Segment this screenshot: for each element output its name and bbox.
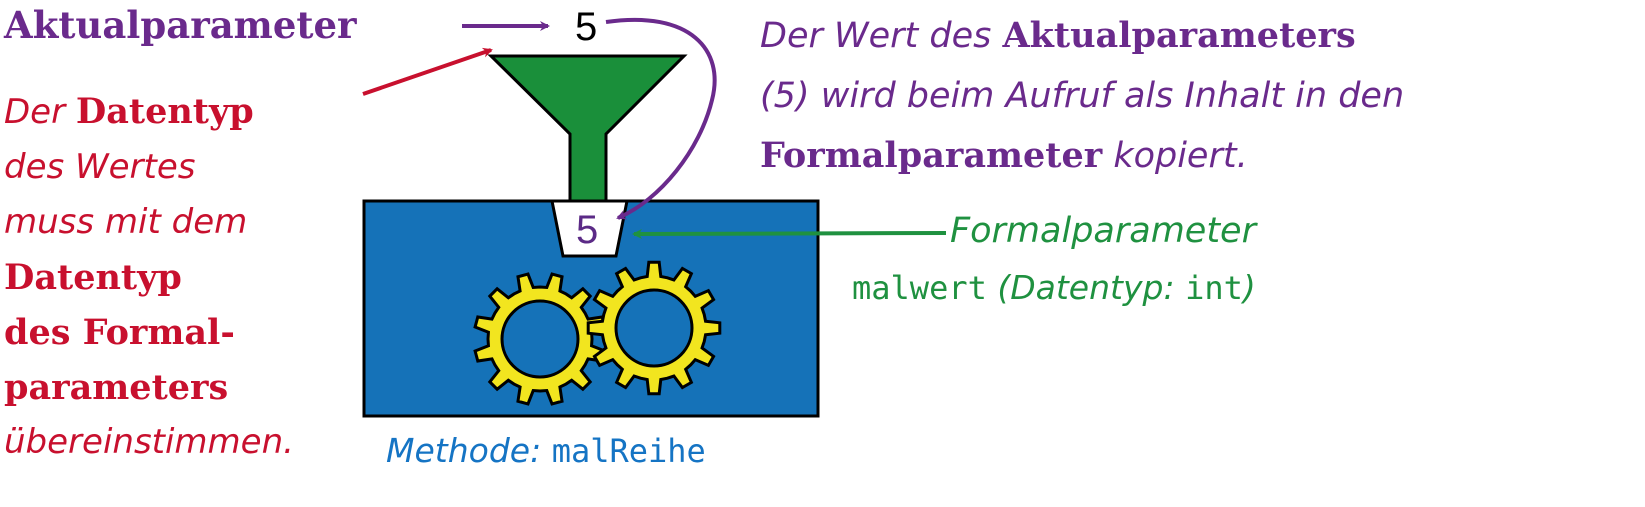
note-keyword: parameters [4,367,229,408]
note-text: übereinstimmen. [4,422,294,462]
copy-note: Der Wert des Aktualparameters (5) wird b… [760,6,1404,186]
note-text: muss mit dem [4,202,248,242]
note-text: des Wertes [4,147,196,187]
funnel-icon [487,54,688,203]
note-keyword: Aktualparameters [1002,15,1356,56]
datentyp-arrow [362,47,493,96]
method-prefix: Methode: [386,431,542,470]
note-keyword: Datentyp [4,257,182,298]
note-text: kopiert. [1102,136,1248,176]
formal-type-suffix: ) [1242,268,1256,307]
aktual-value: 5 [575,5,598,49]
note-keyword: Datentyp [75,91,254,132]
note-keyword: des Formal- [4,312,235,353]
method-name: malReihe [551,432,706,470]
method-label: Methode: malReihe [386,426,706,476]
formal-value: 5 [576,208,599,252]
datentyp-note: Der Datentyp des Wertes muss mit dem Dat… [4,84,294,470]
gear-icon [586,260,722,396]
note-text: Der Wert des [760,16,1003,56]
note-keyword: Formalparameter [760,135,1103,176]
note-text: Der [4,92,76,132]
copy-arrow [605,17,717,220]
formal-type: int [1185,269,1243,307]
formal-parameter-cup [550,199,629,258]
note-text: (5) wird beim Aufruf als Inhalt in den [760,76,1405,116]
gear-icon [473,272,607,406]
formal-type-prefix: (Datentyp: [997,268,1175,307]
formal-arrow [632,228,947,239]
formalparameter-detail: malwert (Datentyp: int) [852,263,1256,313]
formal-name: malwert [852,269,987,307]
aktualparameter-label: Aktualparameter [4,3,357,47]
formalparameter-label: Formalparameter [950,211,1256,251]
